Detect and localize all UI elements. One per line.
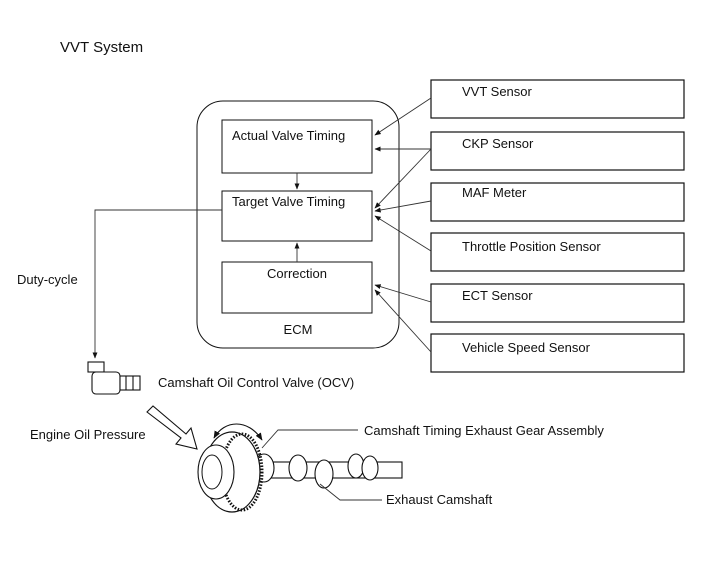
sensor-box-vehicle-speed bbox=[430, 333, 685, 373]
sensor-label-throttle: Throttle Position Sensor bbox=[462, 239, 601, 254]
ocv-label: Camshaft Oil Control Valve (OCV) bbox=[158, 375, 354, 390]
diagram-title: VVT System bbox=[60, 39, 143, 56]
ecm-label: ECM bbox=[284, 322, 313, 337]
sensor-arrows bbox=[374, 97, 432, 353]
actual-valve-timing-label: Actual Valve Timing bbox=[232, 128, 345, 143]
camshaft-leader-line bbox=[319, 483, 382, 501]
sensor-box-ect bbox=[430, 283, 685, 323]
camshaft-label: Exhaust Camshaft bbox=[386, 492, 493, 507]
sensor-box-ckp bbox=[430, 131, 685, 171]
gear-label: Camshaft Timing Exhaust Gear Assembly bbox=[364, 423, 604, 438]
ckp-to-target-arrow bbox=[374, 148, 432, 209]
gear-leader-line bbox=[261, 429, 358, 449]
speed-to-correction-arrow bbox=[374, 289, 432, 353]
vvt-to-actual-arrow bbox=[374, 97, 432, 136]
sensor-label-vvt: VVT Sensor bbox=[462, 84, 533, 99]
rotation-arrow bbox=[213, 423, 263, 441]
actual-valve-timing-block bbox=[221, 119, 373, 174]
duty-cycle-label: Duty-cycle bbox=[17, 272, 78, 287]
sensor-list: VVT Sensor CKP Sensor MAF Meter Throttle… bbox=[430, 79, 685, 373]
oil-pressure-label: Engine Oil Pressure bbox=[30, 427, 146, 442]
sensor-box-throttle bbox=[430, 232, 685, 272]
sensor-box-maf bbox=[430, 182, 685, 222]
oil-pressure-arrow bbox=[146, 405, 198, 450]
throttle-to-target-arrow bbox=[374, 215, 432, 252]
ect-to-correction-arrow bbox=[374, 284, 432, 303]
correction-label: Correction bbox=[267, 266, 327, 281]
sensor-label-ckp: CKP Sensor bbox=[462, 136, 534, 151]
sensor-box-vvt bbox=[430, 79, 685, 119]
camshaft-assembly bbox=[197, 431, 403, 513]
sensor-label-ect: ECT Sensor bbox=[462, 288, 533, 303]
sensor-label-maf: MAF Meter bbox=[462, 185, 527, 200]
ocv-solenoid bbox=[87, 361, 141, 395]
correction-block bbox=[221, 261, 373, 314]
target-valve-timing-block bbox=[221, 190, 373, 242]
maf-to-target-arrow bbox=[374, 200, 432, 213]
sensor-label-vehicle-speed: Vehicle Speed Sensor bbox=[462, 340, 591, 355]
duty-cycle-line bbox=[92, 209, 222, 359]
target-valve-timing-label: Target Valve Timing bbox=[232, 194, 345, 209]
